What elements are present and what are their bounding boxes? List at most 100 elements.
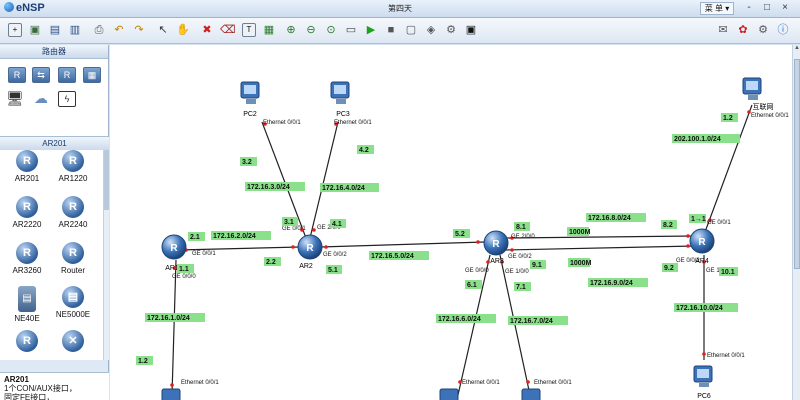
note[interactable]: 5.1 — [326, 265, 342, 274]
pc6-node[interactable]: PC6 — [693, 365, 713, 400]
link-internet-ar4[interactable] — [704, 104, 753, 233]
console-icon[interactable]: ▢ — [405, 24, 417, 36]
pan-hand-icon[interactable]: ✋ — [176, 24, 190, 36]
note[interactable]: 202.100.1.0/24 — [672, 134, 740, 143]
note[interactable]: 1.2 — [721, 113, 738, 122]
note[interactable]: 1→1 — [689, 214, 706, 223]
link-ar3-ar4-bottom[interactable] — [504, 245, 696, 251]
delete-link-icon[interactable]: ⌫ — [220, 24, 236, 36]
minimize-button[interactable]: - — [747, 2, 751, 13]
note[interactable]: 9.2 — [662, 263, 678, 272]
connection-category-icon[interactable]: ϟ — [58, 91, 76, 107]
note[interactable]: 172.16.1.0/24 — [145, 313, 205, 322]
ar3-node[interactable]: R AR3 — [483, 230, 509, 265]
close-button[interactable]: × — [782, 2, 788, 13]
note[interactable]: 172.16.4.0/24 — [320, 183, 379, 192]
palette-icon[interactable]: ▦ — [263, 24, 275, 36]
note[interactable]: 2.1 — [188, 232, 205, 241]
canvas-scroll-thumb[interactable] — [794, 59, 800, 269]
device-ne40e[interactable]: ▤NE40E — [2, 286, 52, 330]
note[interactable]: 172.16.7.0/24 — [508, 316, 568, 325]
note[interactable]: 5.2 — [453, 229, 470, 238]
router-category-icon[interactable]: R — [8, 67, 26, 83]
print-icon[interactable]: ⎙ — [94, 24, 104, 36]
start-all-icon[interactable]: ▶ — [366, 24, 376, 36]
cloud-category-icon[interactable]: ☁ — [34, 90, 48, 106]
huawei-icon[interactable]: ✿ — [738, 24, 748, 36]
link-ar3-pc4[interactable] — [457, 254, 491, 396]
pc4-node[interactable] — [439, 388, 459, 400]
help-chat-icon[interactable]: ✉ — [718, 24, 728, 36]
device-ne5000e[interactable]: ▤NE5000E — [48, 286, 98, 330]
switch-category-icon[interactable]: ⇆ — [32, 67, 50, 83]
open-file-icon[interactable]: ▣ — [29, 24, 41, 36]
note[interactable]: 8.1 — [514, 222, 530, 231]
device-cx[interactable]: ✕ — [48, 330, 98, 360]
pc1-node[interactable] — [161, 388, 181, 400]
note[interactable]: 172.16.2.0/24 — [211, 231, 271, 240]
link-ar3-ar4-top[interactable] — [504, 235, 696, 239]
ar1-node[interactable]: R AR1 — [161, 234, 187, 272]
note[interactable]: 172.16.8.0/24 — [586, 213, 646, 222]
link-pc3-ar2[interactable] — [309, 121, 339, 239]
link-ar1-pc1[interactable] — [171, 259, 177, 396]
redo-icon[interactable]: ↷ — [134, 24, 144, 36]
info-icon[interactable]: ⓘ — [777, 24, 789, 36]
pc5-node[interactable] — [521, 388, 541, 400]
note[interactable]: 172.16.6.0/24 — [436, 314, 496, 323]
pc2-node[interactable]: PC2 — [240, 81, 260, 118]
firewall-category-icon[interactable]: ▦ — [83, 67, 101, 83]
note[interactable]: 172.16.9.0/24 — [588, 278, 648, 287]
note[interactable]: 172.16.10.0/24 — [674, 303, 738, 312]
note[interactable]: 2.2 — [264, 257, 281, 266]
note[interactable]: 172.16.5.0/24 — [369, 251, 429, 260]
new-topology-icon[interactable]: + — [8, 23, 22, 37]
preferences-icon[interactable]: ⚙ — [758, 24, 768, 36]
palette-scroll-thumb[interactable] — [104, 150, 109, 210]
ar2-node[interactable]: R AR2 — [297, 234, 323, 270]
maximize-button[interactable]: □ — [763, 2, 771, 13]
note[interactable]: 3.1 — [282, 217, 298, 226]
note[interactable]: 7.1 — [514, 282, 531, 291]
link-pc2-ar2[interactable] — [261, 121, 307, 239]
undo-icon[interactable]: ↶ — [114, 24, 124, 36]
note[interactable]: 6.1 — [465, 280, 482, 289]
delete-icon[interactable]: ✖ — [202, 24, 212, 36]
palette-scrollbar[interactable] — [103, 150, 109, 360]
internet-node[interactable]: 互联网 — [742, 77, 774, 111]
wlan-category-icon[interactable]: R — [58, 67, 76, 83]
show-interfaces-icon[interactable]: ▭ — [345, 24, 357, 36]
link-ar2-ar3[interactable] — [319, 241, 486, 248]
note[interactable]: 1000M — [567, 227, 591, 236]
note[interactable]: 10.1 — [719, 267, 738, 276]
fit-view-icon[interactable]: ⊙ — [326, 24, 336, 36]
capture-icon[interactable]: ◈ — [426, 24, 436, 36]
text-icon[interactable]: T — [242, 23, 256, 37]
note[interactable]: 4.1 — [330, 219, 346, 228]
note[interactable]: 172.16.3.0/24 — [245, 182, 305, 191]
select-icon[interactable]: ↖ — [158, 24, 168, 36]
note[interactable]: 3.2 — [240, 157, 257, 166]
note[interactable]: 8.2 — [661, 220, 677, 229]
pc3-node[interactable]: PC3 — [330, 81, 350, 118]
canvas-scrollbar[interactable]: ▲ — [792, 45, 800, 400]
device-ne9000[interactable]: R — [2, 330, 52, 360]
menu-button[interactable]: 菜 单 ▾ — [700, 2, 734, 15]
note[interactable]: 1.1 — [177, 264, 194, 273]
ar4-node[interactable]: R AR4 — [689, 228, 715, 265]
note[interactable]: 4.2 — [357, 145, 374, 154]
pc-category-icon[interactable]: 🖥 — [6, 90, 24, 106]
zoom-out-icon[interactable]: ⊖ — [306, 24, 316, 36]
scroll-up-arrow-icon[interactable]: ▲ — [794, 45, 800, 51]
note[interactable]: 1.2 — [136, 356, 153, 365]
note[interactable]: 9.1 — [530, 260, 546, 269]
note[interactable]: 1000M — [568, 258, 592, 267]
settings-icon[interactable]: ⚙ — [446, 24, 456, 36]
link-ar1-ar2[interactable] — [177, 246, 301, 251]
save-icon[interactable]: ▤ — [49, 24, 61, 36]
